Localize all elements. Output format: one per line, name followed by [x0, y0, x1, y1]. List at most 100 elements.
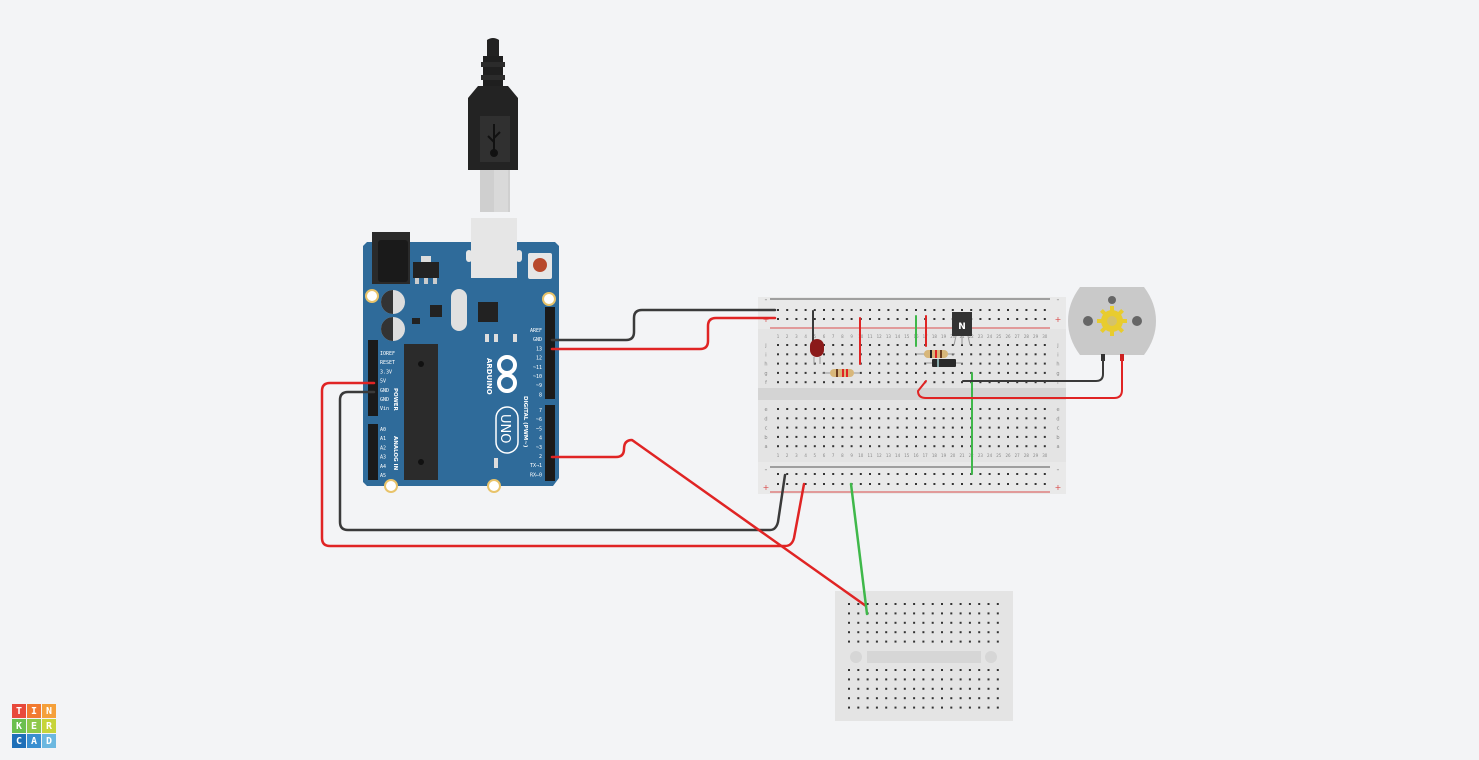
breadboard-hole[interactable] [878, 417, 881, 420]
breadboard-hole[interactable] [823, 381, 825, 384]
breadboard-hole[interactable] [813, 445, 816, 448]
breadboard-hole[interactable] [915, 445, 917, 448]
breadboard-hole[interactable] [887, 353, 890, 356]
mini-breadboard-hole[interactable] [866, 678, 869, 681]
breadboard-hole[interactable] [804, 344, 807, 346]
wire-bottom-rail-to-mini-breadboard[interactable] [849, 482, 869, 616]
resistor-led[interactable] [822, 369, 860, 377]
mini-breadboard-hole[interactable] [950, 621, 953, 624]
breadboard-hole[interactable] [832, 426, 835, 429]
breadboard-hole[interactable] [804, 318, 807, 320]
mini-breadboard-hole[interactable] [959, 640, 962, 643]
mini-breadboard-hole[interactable] [922, 631, 925, 634]
breadboard-hole[interactable] [813, 309, 816, 311]
breadboard-hole[interactable] [813, 318, 816, 320]
breadboard-hole[interactable] [942, 473, 945, 475]
mini-breadboard-hole[interactable] [848, 687, 850, 690]
breadboard-hole[interactable] [869, 381, 871, 384]
mini-breadboard-hole[interactable] [931, 687, 934, 690]
mini-breadboard-hole[interactable] [913, 669, 916, 671]
mini-breadboard-hole[interactable] [848, 640, 850, 643]
breadboard-hole[interactable] [841, 362, 844, 365]
breadboard-hole[interactable] [795, 344, 798, 346]
breadboard-hole[interactable] [942, 408, 945, 410]
breadboard-hole[interactable] [795, 483, 798, 485]
breadboard-hole[interactable] [933, 435, 936, 438]
breadboard-hole[interactable] [961, 309, 963, 311]
breadboard-hole[interactable] [869, 371, 871, 374]
breadboard-hole[interactable] [841, 408, 844, 410]
breadboard-hole[interactable] [905, 353, 908, 356]
breadboard-hole[interactable] [896, 408, 899, 410]
breadboard-hole[interactable] [887, 408, 890, 410]
breadboard-hole[interactable] [979, 408, 982, 410]
breadboard-hole[interactable] [869, 362, 871, 365]
breadboard-hole[interactable] [777, 353, 779, 356]
breadboard-hole[interactable] [997, 483, 1000, 485]
mini-breadboard-hole[interactable] [913, 678, 916, 681]
mini-breadboard-hole[interactable] [903, 621, 906, 624]
mini-breadboard-hole[interactable] [968, 640, 971, 643]
breadboard-hole[interactable] [905, 483, 908, 485]
breadboard-hole[interactable] [979, 344, 982, 346]
mini-breadboard-hole[interactable] [857, 687, 860, 690]
breadboard-hole[interactable] [951, 417, 954, 420]
breadboard-hole[interactable] [905, 318, 908, 320]
breadboard-hole[interactable] [832, 473, 835, 475]
mini-breadboard-hole[interactable] [848, 603, 850, 605]
breadboard-hole[interactable] [859, 483, 862, 485]
breadboard-hole[interactable] [869, 445, 871, 448]
breadboard-hole[interactable] [887, 473, 890, 475]
breadboard-hole[interactable] [988, 371, 991, 374]
mini-breadboard-hole[interactable] [903, 631, 906, 634]
breadboard-hole[interactable] [997, 381, 1000, 384]
breadboard-hole[interactable] [850, 426, 853, 429]
mini-breadboard-hole[interactable] [885, 631, 888, 634]
breadboard-hole[interactable] [878, 309, 881, 311]
breadboard-hole[interactable] [896, 309, 899, 311]
mini-breadboard-hole[interactable] [931, 678, 934, 681]
mini-breadboard-hole[interactable] [978, 612, 981, 615]
breadboard-hole[interactable] [859, 445, 862, 448]
breadboard-hole[interactable] [786, 344, 789, 346]
breadboard-hole[interactable] [915, 309, 917, 311]
breadboard-hole[interactable] [970, 309, 973, 311]
mini-breadboard-hole[interactable] [959, 697, 962, 700]
breadboard-hole[interactable] [924, 309, 927, 311]
breadboard-hole[interactable] [777, 426, 779, 429]
breadboard-hole[interactable] [1007, 381, 1009, 384]
mini-breadboard-hole[interactable] [903, 706, 906, 709]
breadboard-hole[interactable] [786, 309, 789, 311]
breadboard-hole[interactable] [915, 473, 917, 475]
breadboard-hole[interactable] [942, 483, 945, 485]
breadboard-hole[interactable] [933, 408, 936, 410]
mini-breadboard-hole[interactable] [885, 687, 888, 690]
mini-breadboard-hole[interactable] [996, 603, 999, 605]
breadboard-hole[interactable] [979, 362, 982, 365]
mini-breadboard-hole[interactable] [931, 621, 934, 624]
breadboard-hole[interactable] [905, 362, 908, 365]
mini-breadboard-hole[interactable] [848, 706, 850, 709]
breadboard-hole[interactable] [786, 426, 789, 429]
breadboard-hole[interactable] [878, 473, 881, 475]
breadboard-hole[interactable] [915, 426, 917, 429]
mini-breadboard-hole[interactable] [931, 612, 934, 615]
mini-breadboard-hole[interactable] [950, 631, 953, 634]
breadboard-hole[interactable] [786, 408, 789, 410]
breadboard-hole[interactable] [1034, 353, 1037, 356]
breadboard-hole[interactable] [795, 309, 798, 311]
breadboard-hole[interactable] [1016, 473, 1019, 475]
breadboard-hole[interactable] [915, 435, 917, 438]
breadboard-hole[interactable] [905, 445, 908, 448]
breadboard-hole[interactable] [1016, 381, 1019, 384]
breadboard-hole[interactable] [942, 318, 945, 320]
breadboard-hole[interactable] [887, 362, 890, 365]
breadboard-hole[interactable] [1016, 353, 1019, 356]
breadboard-hole[interactable] [988, 445, 991, 448]
breadboard-hole[interactable] [823, 353, 825, 356]
breadboard-hole[interactable] [786, 362, 789, 365]
breadboard-hole[interactable] [951, 445, 954, 448]
mini-breadboard-hole[interactable] [941, 612, 943, 615]
breadboard-hole[interactable] [1034, 445, 1037, 448]
breadboard-hole[interactable] [1034, 408, 1037, 410]
